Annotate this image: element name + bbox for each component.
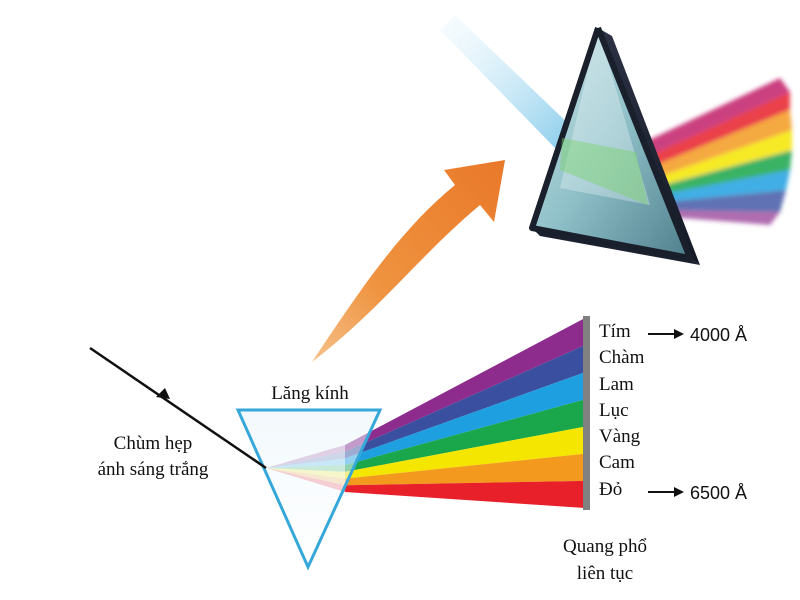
spectrum-band: [345, 372, 585, 466]
color-label-orange: Cam: [599, 452, 635, 473]
color-label-blue: Lam: [599, 374, 634, 395]
spectrum-band: [345, 318, 585, 452]
spectrum-band: [345, 345, 585, 459]
prism-triangle: [235, 408, 383, 571]
incoming-light-label-line2: ánh sáng trắng: [98, 459, 209, 480]
spectrum-band: [345, 399, 585, 472]
wavelength-violet-label: 4000 Å: [690, 325, 747, 345]
prism-label: Lăng kính: [271, 383, 349, 404]
spectrum-screen: [583, 316, 590, 510]
wavelength-red: 6500 Å: [648, 483, 747, 503]
spectrum-label-line1: Quang phổ: [563, 536, 647, 557]
spectrum-band: [345, 453, 585, 486]
spectrum-band: [345, 480, 585, 508]
arrowhead-violet: [674, 329, 684, 339]
incoming-light-label-line1: Chùm hẹp: [114, 433, 193, 454]
wavelength-red-label: 6500 Å: [690, 483, 747, 503]
spectrum-label-line2: liên tục: [577, 563, 633, 584]
color-label-yellow: Vàng: [599, 426, 641, 447]
color-label-indigo: Chàm: [599, 347, 645, 368]
incoming-ray: [89, 346, 267, 470]
color-label-red: Đỏ: [599, 479, 622, 500]
spectrum-color-labels: Tím Chàm Lam Lục Vàng Cam Đỏ: [599, 321, 645, 500]
incident-light-beam: [440, 15, 575, 148]
spectrum-band: [345, 426, 585, 479]
spectrum-fan: [266, 318, 585, 508]
wavelength-violet: 4000 Å: [648, 325, 747, 345]
internal-dispersion: [560, 138, 648, 205]
color-label-violet: Tím: [599, 321, 631, 342]
glass-prism-photo: [440, 15, 792, 265]
color-label-green: Lục: [599, 400, 629, 421]
zoom-arrow: [312, 160, 505, 362]
arrowhead-red: [674, 487, 684, 497]
photo-rainbow-fan: [632, 78, 792, 225]
prism-body: [532, 28, 690, 258]
